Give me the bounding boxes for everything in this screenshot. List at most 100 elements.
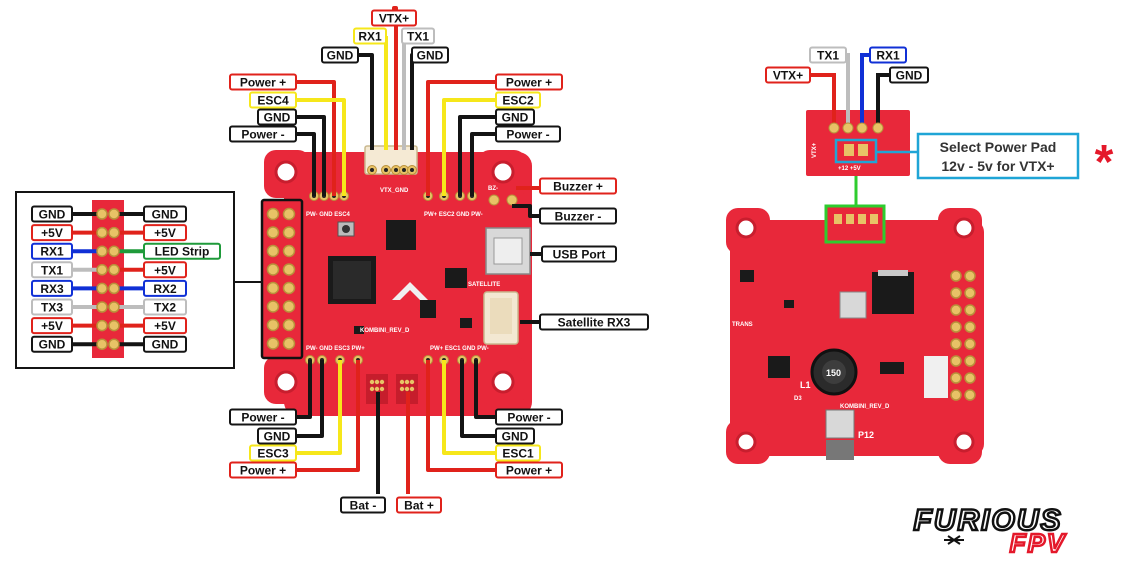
label-gnd-tl: GND [257, 108, 297, 126]
pinout-right-4: RX2 [143, 279, 187, 297]
label-power-plus-br-text: Power + [506, 464, 552, 478]
label-gnd-top-right: GND [411, 46, 449, 64]
label-gnd-top-right-text: GND [417, 49, 444, 63]
asterisk-mark: * [1095, 136, 1114, 189]
pinout-right-0: GND [143, 205, 187, 223]
label-bat-plus-text: Bat + [404, 499, 434, 513]
label-bat-minus-text: Bat - [350, 499, 377, 513]
callout-line1: Select Power Pad [940, 139, 1057, 155]
battery-pads [366, 374, 418, 404]
label-rb-rx1-text: RX1 [876, 49, 900, 63]
label-esc3: ESC3 [249, 444, 297, 462]
label-power-plus-br: Power + [495, 461, 563, 479]
left-flight-controller-board: PW- GND ESC4 PW+ ESC2 GND PW- VTX_GND BZ… [260, 145, 532, 416]
pinout-left-6-text: +5V [41, 319, 63, 333]
pinout-left-3-text: TX1 [41, 263, 63, 277]
pinout-left-4-text: RX3 [40, 282, 64, 296]
label-buzzer-plus-text: Buzzer + [553, 180, 603, 194]
pinout-left-7: GND [31, 335, 73, 353]
svg-text:P12: P12 [858, 430, 874, 440]
pinout-right-4-text: RX2 [153, 282, 177, 296]
svg-text:SATELLITE: SATELLITE [468, 282, 500, 288]
label-gnd-br: GND [495, 427, 535, 445]
logo-line1: FURIOUS [914, 504, 1063, 537]
pinout-right-1: +5V [143, 224, 187, 242]
label-esc2: ESC2 [495, 91, 541, 109]
pinout-left-6: +5V [31, 317, 73, 335]
pinout-right-0-text: GND [152, 208, 179, 222]
label-power-plus-tr-text: Power + [506, 76, 552, 90]
pinout-right-2: LED Strip [143, 242, 221, 260]
callout-line2: 12v - 5v for VTX+ [941, 158, 1054, 174]
power-pad-callout: Select Power Pad 12v - 5v for VTX+ * [916, 132, 1114, 189]
pinout-right-5: TX2 [143, 298, 187, 316]
label-power-minus-br-text: Power - [507, 411, 550, 425]
pinout-right-5-text: TX2 [154, 301, 176, 315]
label-rb-gnd: GND [889, 66, 929, 84]
label-esc2-text: ESC2 [502, 94, 534, 108]
label-vtx-plus: VTX+ [371, 9, 417, 27]
pinout-right-3-text: +5V [154, 263, 176, 277]
label-esc1-text: ESC1 [502, 447, 534, 461]
label-gnd-tr-text: GND [502, 111, 529, 125]
svg-text:PW+ ESC1 GND PW-: PW+ ESC1 GND PW- [430, 346, 489, 352]
label-rb-vtx-plus-text: VTX+ [773, 69, 803, 83]
label-gnd-tr: GND [495, 108, 535, 126]
label-power-plus-bl: Power + [229, 461, 297, 479]
furious-fpv-logo: FURIOUS FPV [912, 503, 1066, 560]
label-tx1-text: TX1 [407, 30, 429, 44]
label-bat-plus: Bat + [396, 496, 442, 514]
label-usb-port: USB Port [541, 245, 617, 263]
svg-text:D3: D3 [794, 396, 802, 402]
label-esc3-text: ESC3 [257, 447, 289, 461]
right-header-pins [950, 270, 976, 401]
label-vtx-plus-text: VTX+ [379, 12, 409, 26]
svg-text:+12 +5V: +12 +5V [838, 166, 861, 172]
label-rb-vtx-plus: VTX+ [765, 66, 811, 84]
svg-text:VTX+: VTX+ [812, 142, 818, 158]
label-satellite-rx3: Satellite RX3 [539, 313, 649, 331]
svg-text:150: 150 [826, 368, 841, 378]
label-tx1: TX1 [401, 27, 435, 45]
left-header-pin-grid [266, 207, 296, 350]
label-power-minus-tl-text: Power - [241, 128, 284, 142]
label-gnd-top-left: GND [321, 46, 359, 64]
label-buzzer-minus: Buzzer - [539, 207, 617, 225]
pinout-right-6-text: +5V [154, 319, 176, 333]
left-board-pads [305, 165, 518, 365]
svg-text:KOMBINI_REV_D: KOMBINI_REV_D [840, 404, 890, 410]
label-rx1-text: RX1 [358, 30, 382, 44]
right-top-pads [828, 122, 884, 224]
label-usb-port-text: USB Port [553, 248, 606, 262]
label-power-minus-tr-text: Power - [506, 128, 549, 142]
pinout-right-3: +5V [143, 261, 187, 279]
svg-text:PW+ ESC2 GND PW-: PW+ ESC2 GND PW- [424, 212, 483, 218]
label-power-plus-bl-text: Power + [240, 464, 286, 478]
svg-text:KOMBINI_REV_D: KOMBINI_REV_D [360, 328, 410, 334]
logo-drone-icon [944, 535, 964, 545]
label-power-plus-tr: Power + [495, 73, 563, 91]
pinout-left-1-text: +5V [41, 226, 63, 240]
pinout-left-3: TX1 [31, 261, 73, 279]
pinout-left-0: GND [31, 205, 73, 223]
svg-text:L1: L1 [800, 380, 811, 390]
pinout-left-4: RX3 [31, 279, 73, 297]
pinout-left-5-text: TX3 [41, 301, 63, 315]
pinout-left-0-text: GND [39, 208, 66, 222]
label-rb-gnd-text: GND [896, 69, 923, 83]
svg-text:PW- GND ESC3 PW+: PW- GND ESC3 PW+ [306, 346, 365, 352]
label-power-plus-tl-text: Power + [240, 76, 286, 90]
pinout-right-7-text: GND [152, 338, 179, 352]
label-esc4: ESC4 [249, 91, 297, 109]
label-rb-tx1: TX1 [809, 46, 847, 64]
label-gnd-top-left-text: GND [327, 49, 354, 63]
pinout-left-2: RX1 [31, 242, 73, 260]
label-rx1: RX1 [353, 27, 387, 45]
label-gnd-tl-text: GND [264, 111, 291, 125]
svg-text:VTX_GND: VTX_GND [380, 188, 409, 194]
label-rb-rx1: RX1 [869, 46, 907, 64]
label-buzzer-minus-text: Buzzer - [555, 210, 602, 224]
label-gnd-br-text: GND [502, 430, 529, 444]
svg-text:PW- GND ESC4: PW- GND ESC4 [306, 212, 351, 218]
